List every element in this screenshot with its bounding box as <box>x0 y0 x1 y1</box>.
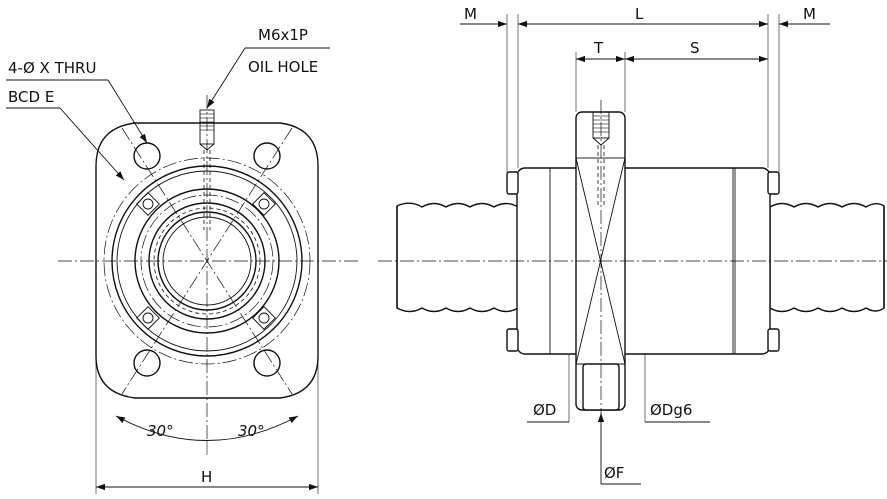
m-dimension-left: M <box>460 5 530 28</box>
thru-hole-callout: 4-Ø X THRU BCD E <box>6 59 148 181</box>
oil-hole-callout: M6x1P OIL HOLE <box>206 26 330 109</box>
end-cap-left-top <box>506 171 519 195</box>
wiper-screw <box>136 192 160 216</box>
dia-d-callout: ØD <box>527 354 570 423</box>
front-view: 30° 30° H 4-Ø X THRU BCD E M6x1P OIL HOL… <box>6 26 360 494</box>
dia-dg6-callout: ØDg6 <box>644 354 710 423</box>
s-dimension: S <box>625 39 768 63</box>
end-cap-right-bottom <box>767 328 780 352</box>
bolt-hole <box>253 349 281 377</box>
angle-left-label: 30° <box>147 422 174 440</box>
svg-text:ØD: ØD <box>533 401 556 419</box>
svg-text:H: H <box>201 468 212 486</box>
screw-shaft-right <box>769 202 885 313</box>
length-dimension: L <box>506 5 780 172</box>
m-dimension-right: M <box>779 5 830 28</box>
svg-text:4-Ø X THRU: 4-Ø X THRU <box>8 59 96 77</box>
svg-text:L: L <box>635 5 644 23</box>
svg-text:BCD E: BCD E <box>8 88 54 106</box>
dia-f-callout: ØF <box>597 413 641 485</box>
screw-shaft-left <box>396 202 522 313</box>
t-dimension: T <box>575 39 626 112</box>
wiper-screw <box>252 192 276 216</box>
bolt-hole <box>133 142 161 170</box>
side-view: L M M T S ØD <box>378 5 887 485</box>
wiper-screw <box>252 306 276 330</box>
bolt-hole <box>253 142 281 170</box>
end-cap-left-bottom <box>506 328 519 352</box>
wiper-screw <box>136 306 160 330</box>
end-cap-right-top <box>767 171 780 195</box>
width-dimension: H <box>95 360 319 494</box>
svg-text:ØDg6: ØDg6 <box>650 401 692 419</box>
svg-text:M: M <box>803 5 816 23</box>
svg-text:T: T <box>593 39 604 57</box>
svg-text:ØF: ØF <box>604 464 624 482</box>
svg-text:S: S <box>690 39 700 57</box>
angle-right-label: 30° <box>238 422 265 440</box>
bolt-hole <box>133 349 161 377</box>
svg-text:M6x1P: M6x1P <box>258 26 308 44</box>
svg-text:OIL HOLE: OIL HOLE <box>248 58 318 76</box>
svg-text:M: M <box>464 5 477 23</box>
